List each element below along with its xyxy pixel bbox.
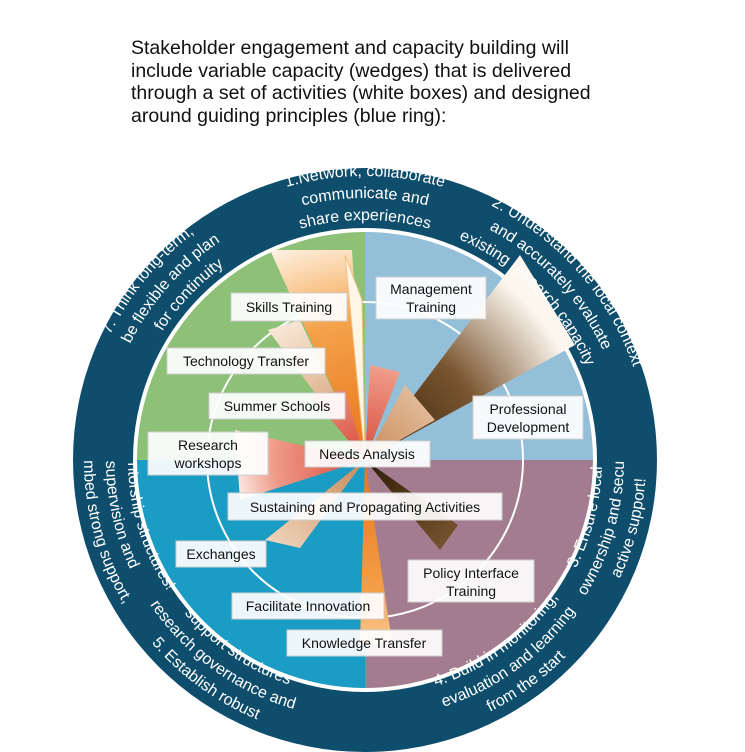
activity-sustaining-propagating: Sustaining and Propagating Activities: [227, 492, 503, 521]
activity-label: workshops: [174, 455, 242, 471]
activity-technology-transfer: Technology Transfer: [166, 347, 326, 375]
caption-line: around guiding principles (blue ring):: [131, 104, 447, 127]
activity-label: Professional: [489, 401, 566, 417]
activity-label: Training: [446, 583, 496, 599]
activity-label: Knowledge Transfer: [302, 635, 427, 651]
caption-line: Stakeholder engagement and capacity buil…: [131, 37, 569, 59]
activity-exchanges: Exchanges: [175, 540, 267, 568]
capacity-wedge: [344, 254, 366, 461]
activity-label: Development: [487, 419, 570, 435]
activity-label: Sustaining and Propagating Activities: [250, 499, 480, 515]
activity-policy-interface-training: Policy Interface Training: [407, 559, 535, 603]
activity-skills-training: Skills Training: [230, 292, 348, 322]
caption-line: include variable capacity (wedges) that …: [131, 59, 572, 82]
activity-research-workshops: Research workshops: [147, 431, 269, 476]
activity-professional-development: Professional Development: [472, 395, 584, 440]
activity-management-training: Management Training: [375, 276, 487, 320]
caption: Stakeholder engagement and capacity buil…: [131, 37, 691, 127]
activity-label: Training: [406, 299, 456, 315]
activity-label: Research: [178, 437, 238, 453]
activity-knowledge-transfer: Knowledge Transfer: [286, 629, 443, 657]
activity-label: Skills Training: [246, 299, 332, 315]
activity-label: Needs Analysis: [319, 446, 415, 462]
activity-label: Policy Interface: [423, 565, 519, 581]
caption-line: through a set of activities (white boxes…: [131, 82, 591, 104]
activity-summer-schools: Summer Schools: [208, 392, 346, 420]
activity-label: Technology Transfer: [183, 353, 309, 369]
activity-label: Management: [390, 281, 472, 297]
activity-label: Facilitate Innovation: [246, 598, 371, 614]
activity-needs-analysis: Needs Analysis: [304, 440, 431, 468]
activity-facilitate-innovation: Facilitate Innovation: [231, 592, 385, 620]
capacity-wedge: [365, 365, 400, 460]
activity-label: Exchanges: [186, 546, 255, 562]
activity-label: Summer Schools: [224, 398, 331, 414]
